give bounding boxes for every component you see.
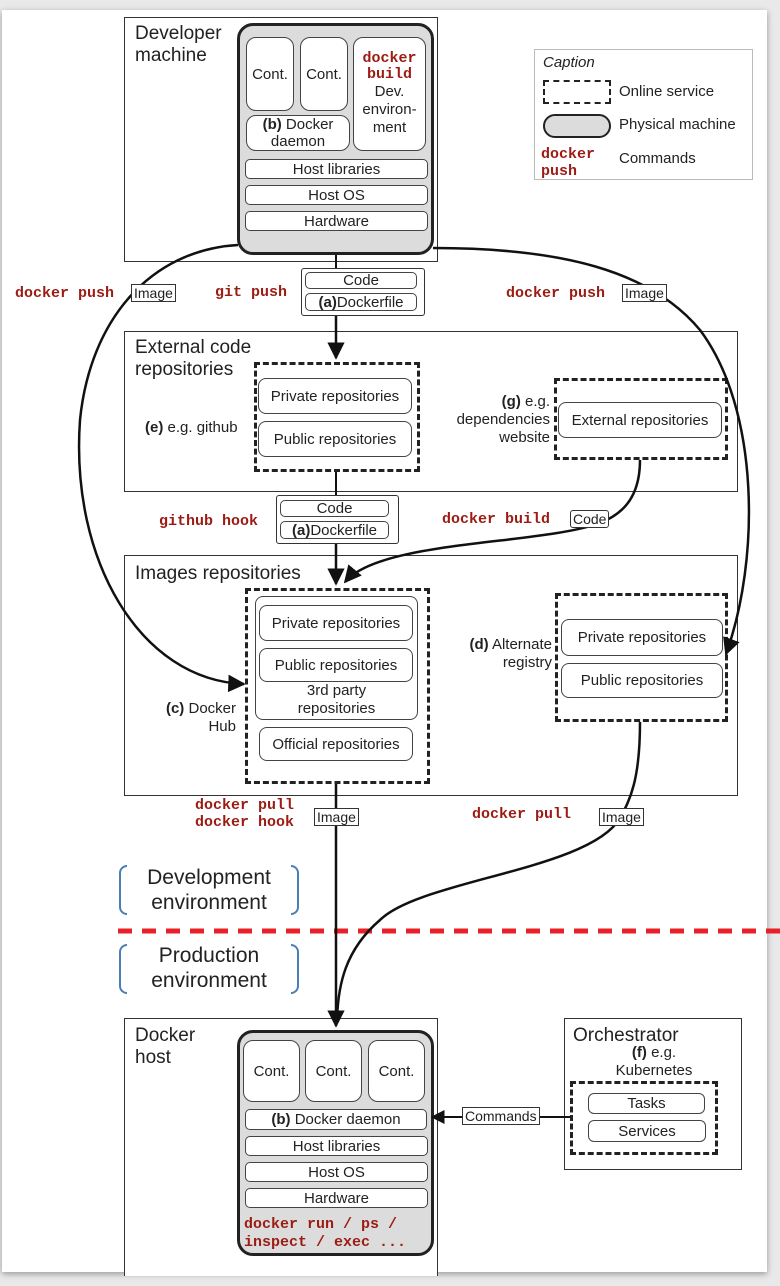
kubernetes-online-service	[570, 1081, 718, 1155]
docker-pull-alt-arrow	[335, 721, 642, 1021]
docker-daemon: (b) Docker daemon	[246, 115, 350, 151]
hardware-layer: Hardware	[245, 211, 428, 231]
docker-build-command: docker build	[442, 511, 551, 528]
external-code-repos-title: External code repositories	[135, 337, 252, 380]
docker-build-arrow	[343, 459, 642, 584]
container: Cont.	[246, 37, 294, 111]
container: Cont.	[300, 37, 348, 111]
code-tag: Code	[570, 510, 610, 528]
docker-hub-online-service	[245, 588, 430, 784]
private-repositories: Private repositories	[258, 378, 412, 414]
alt-public-repositories: Public repositories	[561, 663, 723, 698]
physical-machine-swatch	[543, 114, 611, 138]
developer-physical-machine: Cont. Cont. docker build Dev. environ- m…	[237, 23, 434, 255]
docker-push-left-command: docker push	[15, 285, 115, 302]
orchestrator-commands-tag: Commands	[462, 1107, 540, 1125]
container: Cont.	[243, 1040, 300, 1102]
kubernetes-label: (f) e.g. Kubernetes	[615, 1044, 693, 1079]
docker-host-physical-machine: Cont. Cont. Cont. (b) Docker daemon Host…	[237, 1030, 434, 1256]
docker-pull-hook-command: docker pull docker hook	[195, 797, 295, 831]
dependencies-online-service	[554, 378, 728, 460]
code-package: Code (a)Dockerfile	[276, 495, 399, 544]
host-os-layer: Host OS	[245, 185, 428, 205]
image-tag: Image	[622, 284, 667, 302]
developer-machine-title: Developer machine	[135, 23, 222, 66]
dockerfile-item: (a)Dockerfile	[280, 521, 389, 539]
docker-daemon: (b) Docker daemon	[245, 1109, 427, 1130]
host-libraries-layer: Host libraries	[245, 159, 428, 179]
image-tag: Image	[131, 284, 176, 302]
alt-private-repositories: Private repositories	[561, 619, 723, 656]
github-hook-command: github hook	[159, 513, 259, 530]
external-repositories: External repositories	[558, 402, 722, 438]
services-item: Services	[588, 1120, 706, 1142]
official-repositories: Official repositories	[259, 727, 413, 761]
docker-host-commands: docker run / ps / inspect / exec ...	[244, 1216, 407, 1251]
github-online-service	[254, 362, 420, 472]
physical-machine-label: Physical machine	[619, 116, 736, 133]
code-item: Code	[280, 500, 389, 517]
github-label: (e) e.g. github	[145, 419, 238, 436]
alternate-registry-online-service	[555, 593, 728, 722]
code-item: Code	[305, 272, 417, 289]
docker-build-command: docker build	[362, 50, 417, 83]
orchestrator-title: Orchestrator	[573, 1025, 679, 1046]
commands-label: Commands	[619, 150, 696, 167]
dockerfile-item: (a)Dockerfile	[305, 293, 417, 311]
git-push-command: git push	[215, 284, 288, 301]
container: Cont.	[305, 1040, 362, 1102]
container: Cont.	[368, 1040, 425, 1102]
docker-pull-command: docker pull	[472, 806, 572, 823]
image-tag: Image	[314, 808, 359, 826]
images-repos-title: Images repositories	[135, 563, 301, 584]
caption-legend: Caption Online service Physical machine …	[534, 49, 753, 180]
hub-private-repositories: Private repositories	[259, 605, 413, 641]
docker-host-title: Docker host	[135, 1025, 196, 1068]
code-package: Code (a)Dockerfile	[301, 268, 425, 316]
dependencies-label: (g) e.g. dependencies website	[456, 393, 550, 446]
docker-push-right-arrow	[432, 246, 751, 656]
host-os-layer: Host OS	[245, 1162, 428, 1182]
dev-env-bracket-left	[119, 865, 127, 915]
host-libraries-layer: Host libraries	[245, 1136, 428, 1156]
hardware-layer: Hardware	[245, 1188, 428, 1208]
online-service-label: Online service	[619, 83, 715, 100]
public-repositories: Public repositories	[258, 421, 412, 457]
production-environment-label: Production environment	[151, 944, 267, 992]
hub-public-repositories: Public repositories	[259, 648, 413, 682]
alternate-registry-label: (d) Alternate registry	[469, 636, 552, 671]
caption-title: Caption	[543, 54, 595, 71]
daemon-label: (b) Docker daemon	[262, 116, 334, 150]
docker-push-left-arrow	[77, 243, 246, 693]
commands-swatch: docker push	[541, 146, 596, 180]
image-tag: Image	[599, 808, 644, 826]
dev-environment-label: Dev. environ- ment	[362, 83, 417, 136]
tasks-item: Tasks	[588, 1093, 705, 1114]
docker-hub-label: (c) Docker Hub	[165, 700, 236, 735]
daemon-label: (b) Docker daemon	[271, 1111, 401, 1128]
dev-environment: docker build Dev. environ- ment	[353, 37, 426, 151]
docker-push-right-command: docker push	[506, 285, 606, 302]
online-service-swatch	[543, 80, 611, 104]
development-environment-label: Development environment	[147, 866, 271, 914]
prod-env-bracket-left	[119, 944, 127, 994]
third-party-label: 3rd party repositories	[297, 682, 376, 717]
